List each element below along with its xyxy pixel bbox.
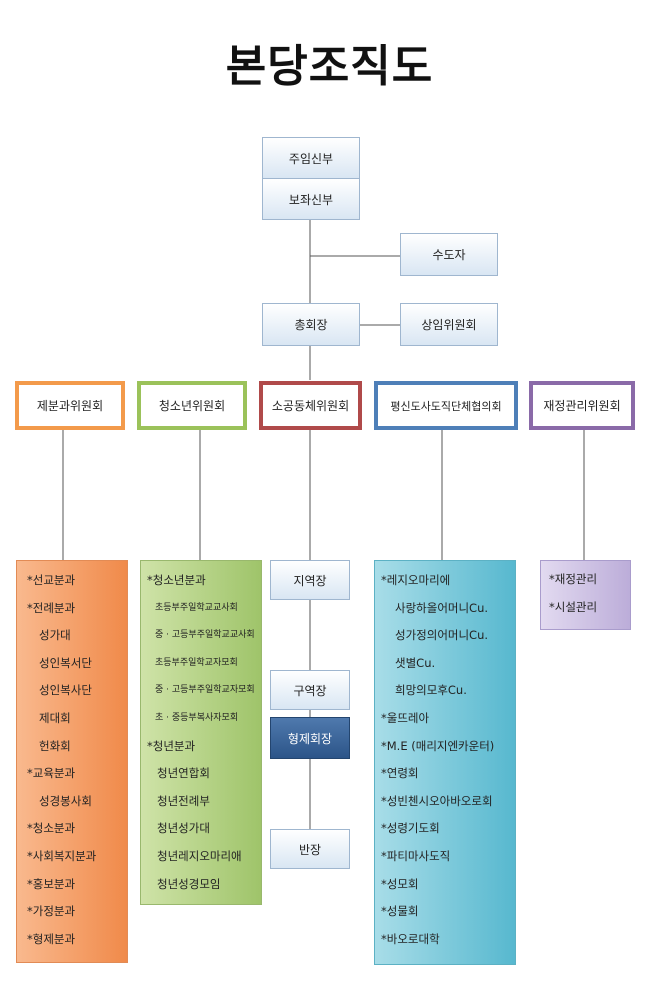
list-item: 청년성가대: [157, 821, 210, 836]
lay-apostolate-list: *레지오마리에 사랑하올어머니Cu. 성가정의어머니Cu. 샛별Cu. 희망의모…: [374, 560, 516, 965]
list-item: *성빈첸시오아바오로회: [381, 793, 493, 808]
list-item: *사회복지분과: [27, 848, 97, 863]
list-item: *성물회: [381, 904, 419, 919]
committee-bunkwa: 제분과위원회: [15, 381, 125, 430]
list-item: *가정분과: [27, 904, 76, 919]
committee-bunkwa-label: 제분과위원회: [36, 399, 104, 413]
pastor-label: 주임신부: [288, 151, 334, 166]
list-item: 성인복서단: [39, 655, 92, 670]
list-item: 청년연합회: [157, 766, 210, 781]
list-item: 중 · 고등부주일학교자모회: [155, 685, 255, 696]
assistant-pastor-box: 보좌신부: [262, 178, 360, 220]
section-leader-label: 구역장: [293, 683, 327, 698]
list-item: 희망의모후Cu.: [395, 683, 467, 698]
district-leader-label: 지역장: [293, 573, 327, 588]
section-leader-box: 구역장: [270, 670, 350, 710]
committee-youth-label: 청소년위원회: [158, 399, 226, 413]
list-item: 초등부주일학교자모회: [155, 657, 238, 668]
list-item: 샛별Cu.: [395, 655, 436, 670]
brothers-leader-box: 형제회장: [270, 717, 350, 759]
committee-finance-label: 재정관리위원회: [543, 399, 621, 413]
list-item: 청년성경모임: [157, 876, 221, 891]
ban-leader-label: 반장: [298, 842, 322, 857]
assistant-pastor-label: 보좌신부: [288, 192, 334, 207]
president-label: 총회장: [294, 318, 328, 332]
list-item: 성경봉사회: [39, 793, 92, 808]
finance-list: *재정관리 *시설관리: [540, 560, 631, 630]
list-item: *홍보분과: [27, 876, 76, 891]
list-item: 성인복사단: [39, 683, 92, 698]
list-item: 청년전례부: [157, 793, 210, 808]
list-item: *레지오마리에: [381, 573, 451, 587]
committee-finance: 재정관리위원회: [529, 381, 635, 430]
pastor-box: 주임신부: [262, 137, 360, 179]
committee-small-community-label: 소공동체위원회: [271, 399, 350, 413]
list-item: 초 · 중등부복사자모회: [155, 712, 239, 723]
list-item: *전례분과: [27, 600, 76, 615]
religious-label: 수도자: [432, 248, 466, 262]
list-item: 청년레지오마리애: [157, 848, 242, 863]
brothers-leader-label: 형제회장: [287, 731, 333, 746]
committee-youth: 청소년위원회: [137, 381, 247, 430]
list-item: 성가대: [39, 628, 71, 643]
list-item: *성모회: [381, 876, 419, 891]
list-item: *M.E (매리지엔카운터): [381, 738, 495, 753]
list-item: *형제분과: [27, 931, 76, 946]
list-item: 중 · 고등부주일학교교사회: [155, 630, 255, 641]
youth-list: *청소년분과 초등부주일학교교사회 중 · 고등부주일학교교사회 초등부주일학교…: [140, 560, 262, 905]
standing-committee-box: 상임위원회: [400, 303, 498, 346]
list-item: 헌화회: [39, 738, 71, 753]
list-item: *바오로대학: [381, 931, 440, 946]
list-item: 제대회: [39, 710, 71, 725]
list-item: 사랑하올어머니Cu.: [395, 600, 489, 615]
list-item: *교육분과: [27, 766, 76, 781]
list-item: *파티마사도직: [381, 848, 451, 863]
list-item: 초등부주일학교교사회: [155, 602, 238, 613]
list-item: *선교분과: [27, 573, 76, 587]
religious-box: 수도자: [400, 233, 498, 276]
president-box: 총회장: [262, 303, 360, 346]
list-item: *연령회: [381, 766, 419, 781]
ban-leader-box: 반장: [270, 829, 350, 869]
list-item: *성령기도회: [381, 821, 440, 836]
list-item: *재정관리: [549, 572, 598, 586]
standing-committee-label: 상임위원회: [421, 318, 477, 332]
bunkwa-list: *선교분과 *전례분과 성가대 성인복서단 성인복사단 제대회 헌화회 *교육분…: [16, 560, 128, 963]
list-item: *청소년분과: [147, 573, 206, 587]
list-item: *청년분과: [147, 738, 196, 753]
committee-lay-apostolate-label: 평신도사도직단체협의회: [390, 399, 502, 413]
list-item: 성가정의어머니Cu.: [395, 628, 489, 643]
committee-small-community: 소공동체위원회: [259, 381, 362, 430]
list-item: *시설관리: [549, 599, 598, 614]
list-item: *울뜨레아: [381, 710, 430, 725]
list-item: *청소분과: [27, 821, 76, 836]
page-title: 본당조직도: [225, 41, 434, 92]
district-leader-box: 지역장: [270, 560, 350, 600]
committee-lay-apostolate: 평신도사도직단체협의회: [374, 381, 518, 430]
